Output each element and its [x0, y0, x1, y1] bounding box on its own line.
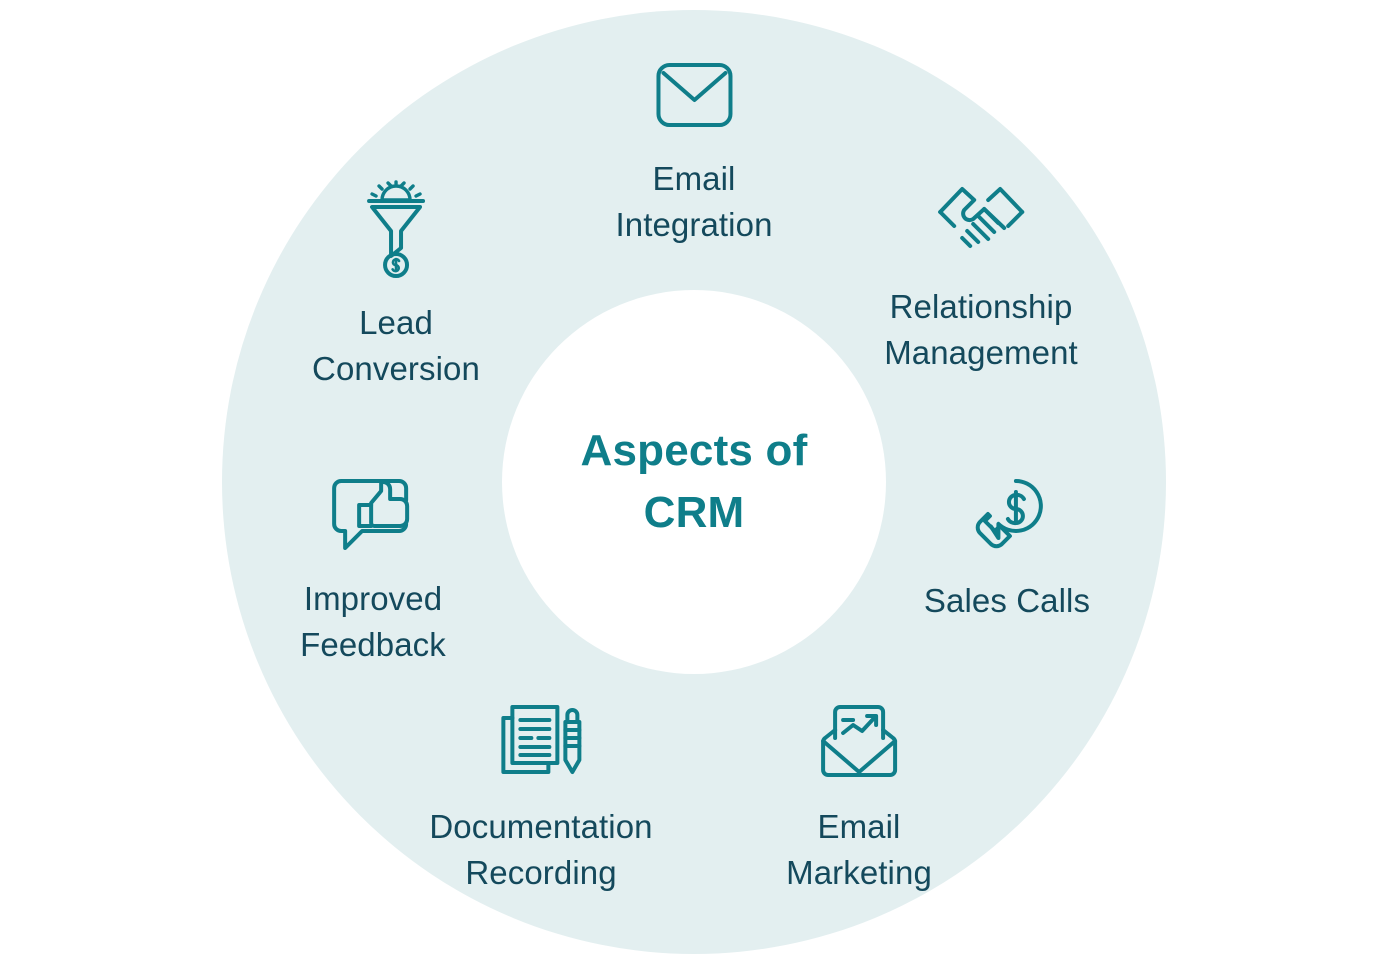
label-line1: Email: [817, 808, 901, 845]
node-email-integration[interactable]: Email Integration: [615, 62, 772, 248]
label-line2: Feedback: [300, 626, 446, 663]
center-title-line1: Aspects of: [580, 425, 808, 475]
label-line1: Documentation: [429, 808, 653, 845]
speech-thumbsup-icon: [328, 478, 418, 554]
label-line2: Marketing: [786, 854, 932, 891]
label-line1: Sales Calls: [923, 582, 1091, 619]
node-improved-feedback-label: Improved Feedback: [300, 576, 446, 668]
node-relationship-management[interactable]: Relationship Management: [884, 178, 1078, 376]
node-lead-conversion-label: Lead Conversion: [312, 300, 480, 392]
label-line1: Lead: [359, 304, 433, 341]
node-lead-conversion[interactable]: Lead Conversion: [312, 180, 480, 392]
node-documentation-recording-label: Documentation Recording: [429, 804, 652, 896]
inner-circle-background: [502, 290, 886, 674]
center-title: Aspects of CRM: [502, 290, 886, 674]
node-improved-feedback[interactable]: Improved Feedback: [300, 478, 446, 668]
node-sales-calls[interactable]: Sales Calls: [924, 476, 1090, 624]
envelope-icon: [655, 62, 733, 128]
center-title-line2: CRM: [643, 488, 745, 537]
label-line2: Conversion: [312, 350, 480, 387]
node-documentation-recording[interactable]: Documentation Recording: [429, 700, 653, 896]
documents-pencil-icon: [498, 700, 584, 782]
envelope-chart-icon: [817, 700, 901, 782]
label-line2: Management: [884, 334, 1078, 371]
funnel-gear-coin-icon: [360, 180, 432, 278]
label-line2: Recording: [465, 854, 617, 891]
label-line1: Relationship: [889, 288, 1073, 325]
label-line1: Improved: [303, 580, 443, 617]
handshake-icon: [934, 178, 1028, 262]
node-relationship-management-label: Relationship Management: [884, 284, 1078, 376]
label-line2: Integration: [615, 206, 773, 243]
node-email-marketing-label: Email Marketing: [786, 804, 932, 896]
node-sales-calls-label: Sales Calls: [924, 578, 1090, 624]
node-email-marketing[interactable]: Email Marketing: [786, 700, 932, 896]
phone-dollar-icon: [967, 476, 1047, 556]
node-email-integration-label: Email Integration: [615, 156, 772, 248]
label-line1: Email: [652, 160, 736, 197]
